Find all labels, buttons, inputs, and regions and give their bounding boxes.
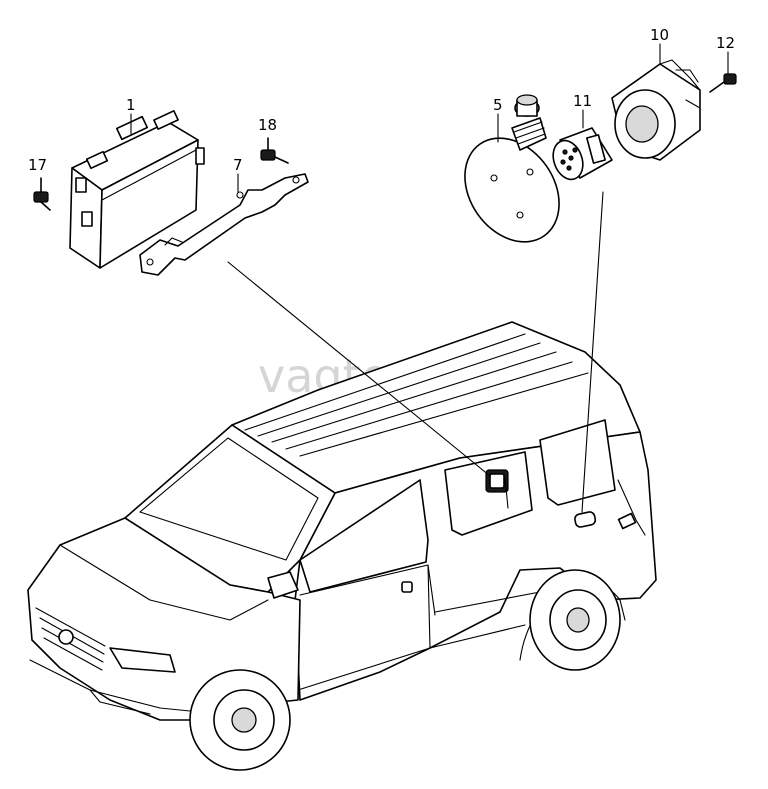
- callout-number-1: 1: [126, 96, 136, 114]
- callout-7: 7: [233, 156, 243, 193]
- callout-11: 11: [573, 92, 592, 129]
- callout-17: 17: [28, 156, 47, 174]
- screw-icon-2: [260, 137, 289, 164]
- rear-sensor-location-marker: [574, 511, 597, 528]
- callout-12: 12: [716, 34, 735, 75]
- callout-number-5: 5: [493, 96, 503, 114]
- callout-18: 18: [258, 116, 277, 134]
- callout-1: 1: [126, 96, 136, 136]
- leader-line-short: [504, 477, 509, 509]
- mounting-bracket-icon: [139, 173, 309, 276]
- leader-line-control-unit: [227, 261, 491, 477]
- control-unit-icon: [69, 110, 205, 269]
- callout-number-7: 7: [233, 156, 243, 174]
- screw-icon: [33, 177, 51, 211]
- connector-icon: [552, 127, 613, 181]
- callout-10: 10: [650, 26, 669, 65]
- callout-number-11: 11: [573, 92, 592, 110]
- callout-number-12: 12: [716, 34, 735, 52]
- screw-icon-3: [709, 73, 737, 93]
- sensor-bracket-icon: [464, 94, 560, 243]
- callout-number-17: 17: [28, 156, 47, 174]
- leader-line-rear-sensor: [581, 191, 604, 513]
- sensor-housing-icon: [611, 59, 701, 161]
- callout-5: 5: [493, 96, 503, 143]
- vehicle-illustration: [27, 321, 657, 771]
- callout-number-18: 18: [258, 116, 277, 134]
- callout-number-10: 10: [650, 26, 669, 44]
